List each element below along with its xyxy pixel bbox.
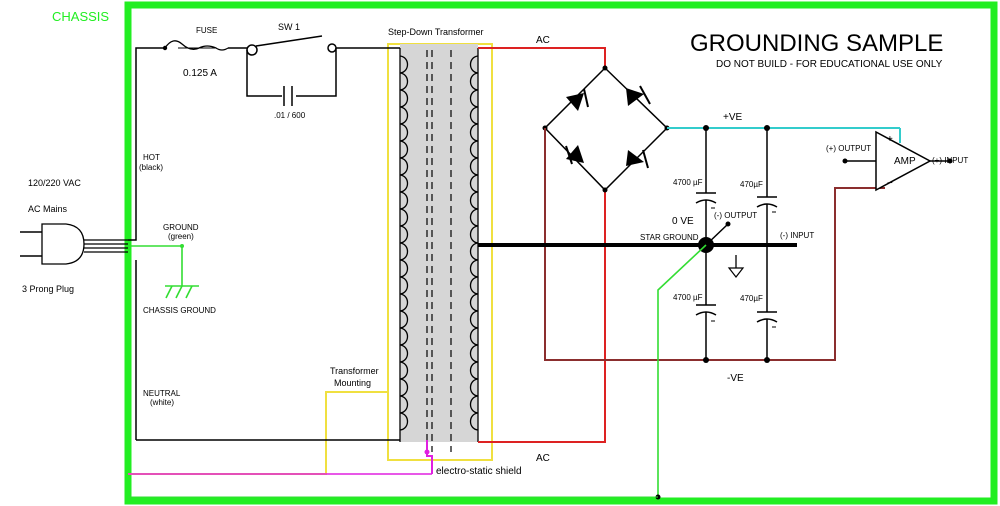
electrostatic-shield-wire <box>128 440 433 475</box>
ground-wire <box>128 245 199 299</box>
page-title: GROUNDING SAMPLE <box>690 30 943 57</box>
ground-node <box>180 244 184 248</box>
capacitor-c3-label: 4700 µF <box>673 293 703 302</box>
ac-top-label: AC <box>536 35 550 46</box>
primary-winding <box>399 48 409 442</box>
zero-rail-label: 0 VE <box>672 216 694 227</box>
neutral-label: NEUTRAL <box>143 389 181 398</box>
star-ground-label: STAR GROUND <box>640 233 699 242</box>
capacitor-c1-label: 4700 µF <box>673 178 703 187</box>
capacitor-c2-label: 470µF <box>740 180 763 189</box>
rail-junction-dots <box>703 125 770 363</box>
fuse-label: FUSE <box>196 26 217 35</box>
shield-label: electro-static shield <box>436 466 522 477</box>
switch-sw1 <box>246 35 337 106</box>
hot-color: (black) <box>139 163 163 172</box>
chassis-outline: CHASSIS <box>52 1 998 505</box>
hot-wire <box>128 47 400 441</box>
negative-rail <box>544 128 885 361</box>
neutral-color: (white) <box>150 398 174 407</box>
hot-label: HOT <box>143 153 160 162</box>
switch-label: SW 1 <box>278 22 300 32</box>
switch-capacitor-label: .01 / 600 <box>274 111 306 120</box>
star-to-chassis-wire <box>657 244 707 501</box>
amp-label: AMP <box>894 156 916 167</box>
amp-plus: + <box>887 134 893 145</box>
mains-voltage: 120/220 VAC <box>28 178 81 188</box>
neg-input-label: (-) INPUT <box>780 231 814 240</box>
ground-color: (green) <box>168 232 194 241</box>
negative-rail-label: -VE <box>727 373 744 384</box>
ground-label: GROUND <box>163 223 199 232</box>
star-ground-bus <box>478 221 797 278</box>
fuse <box>162 40 248 51</box>
three-prong-plug <box>20 223 128 265</box>
chassis-label: CHASSIS <box>52 9 109 24</box>
neg-output-label: (-) OUTPUT <box>714 211 757 220</box>
pos-output-label: (+) OUTPUT <box>826 144 871 153</box>
ac-wires <box>478 47 606 443</box>
transformer-mounting-label-2: Mounting <box>334 378 371 388</box>
amplifier <box>842 130 953 192</box>
fuse-rating: 0.125 A <box>183 68 217 79</box>
positive-rail <box>667 127 901 143</box>
capacitor-c4-label: 470µF <box>740 294 763 303</box>
capacitor-polarity-marks <box>711 207 776 328</box>
transformer-mounting-label-1: Transformer <box>330 366 379 376</box>
bridge-rectifier <box>542 65 670 193</box>
mains-label: AC Mains <box>28 204 68 214</box>
ac-bottom-label: AC <box>536 453 550 464</box>
amp-minus: − <box>887 178 893 189</box>
chassis-ground-label: CHASSIS GROUND <box>143 306 216 315</box>
plug-label: 3 Prong Plug <box>22 284 74 294</box>
transformer-title: Step-Down Transformer <box>388 27 484 37</box>
transformer-shield-lines <box>426 50 452 452</box>
transformer-core <box>400 44 478 442</box>
page-subtitle: DO NOT BUILD - FOR EDUCATIONAL USE ONLY <box>716 59 943 70</box>
positive-rail-label: +VE <box>723 112 743 123</box>
filter-capacitors <box>695 128 778 360</box>
pos-input-label: (+) INPUT <box>932 156 968 165</box>
